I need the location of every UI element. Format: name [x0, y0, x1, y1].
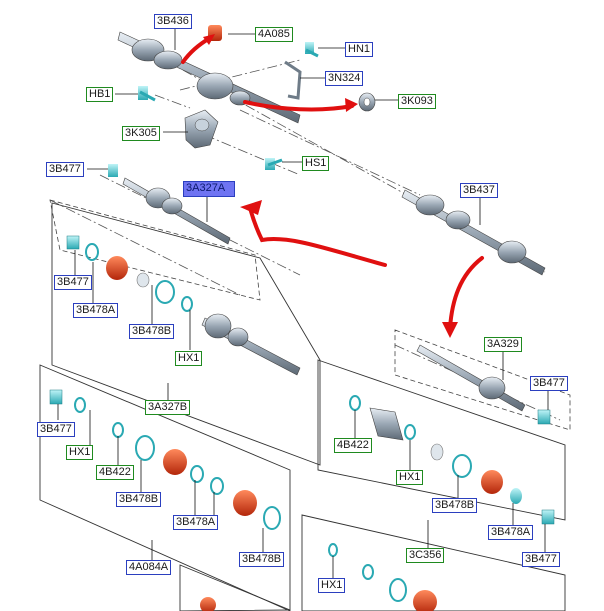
driveshaft-3B436 [117, 31, 301, 124]
label-3B436: 3B436 [154, 14, 192, 29]
label-HX1-right: HX1 [396, 470, 424, 485]
shaft-3A329 [416, 344, 551, 425]
label-3K093: 3K093 [398, 94, 436, 109]
frame-3C356 [317, 359, 566, 521]
shaft-3A327A [122, 177, 231, 245]
frame-lower-left [39, 364, 291, 611]
label-3K305: 3K305 [122, 126, 160, 141]
label-4A084A: 4A084A [126, 560, 172, 575]
red-arrow-to-3A327A [248, 206, 387, 267]
red-arrow-to-3A329 [448, 256, 484, 330]
label-3A327B: 3A327B [145, 400, 191, 415]
bearing-bracket-3K305 [184, 109, 219, 149]
dashed-frames [49, 199, 571, 431]
label-3B478A-right: 3B478A [488, 525, 534, 540]
red-arrow-to-3K093 [243, 100, 354, 112]
clip-3B477-top [108, 164, 118, 177]
parts-bottom [200, 543, 437, 611]
label-HX1-lower: HX1 [66, 445, 94, 460]
label-3B478B-lower: 3B478B [116, 492, 162, 507]
bracket-3N324 [284, 60, 302, 100]
subassembly-frames [39, 202, 566, 611]
label-3B437: 3B437 [460, 183, 498, 198]
label-3B477-bottom-right: 3B477 [522, 552, 560, 567]
seal-3K093 [358, 92, 376, 112]
label-HS1: HS1 [302, 156, 330, 171]
parts-right-assembly [349, 395, 555, 525]
label-3B477-right: 3B477 [530, 376, 568, 391]
bolt-HS1 [265, 158, 283, 170]
label-4B422-lower: 4B422 [96, 465, 134, 480]
label-3B478B-right: 3B478B [432, 498, 478, 513]
label-HX1-bottom: HX1 [318, 578, 346, 593]
red-arrowheads [203, 34, 458, 338]
parts-left-assembly [66, 235, 301, 376]
frame-3A327B [51, 202, 321, 466]
frame-bottom-right [301, 514, 566, 611]
label-3B478B-lower2: 3B478B [239, 552, 285, 567]
label-3B477-left: 3B477 [54, 275, 92, 290]
parts-lower-left [49, 389, 281, 530]
label-3B478A-left: 3B478A [73, 303, 119, 318]
label-3N324: 3N324 [325, 71, 364, 86]
label-4B422-right: 4B422 [334, 438, 372, 453]
label-3B477-lower: 3B477 [37, 422, 75, 437]
label-HN1: HN1 [345, 42, 374, 57]
driveshaft-3B437 [401, 189, 546, 276]
label-4A085: 4A085 [255, 27, 293, 42]
label-3A327A: 3A327A [183, 181, 235, 197]
label-HX1-left: HX1 [175, 351, 203, 366]
label-3A329: 3A329 [484, 337, 522, 352]
axis-lines [49, 34, 561, 421]
label-3B478B-left: 3B478B [129, 324, 175, 339]
label-3C356: 3C356 [406, 548, 445, 563]
part-HB1 [138, 86, 156, 102]
part-HN1 [305, 42, 319, 58]
label-HB1: HB1 [86, 87, 114, 102]
label-3B477-top: 3B477 [46, 162, 84, 177]
red-arrow-to-4A085 [181, 36, 212, 64]
label-3B478A-lower: 3B478A [173, 515, 219, 530]
leader-lines [57, 22, 549, 578]
